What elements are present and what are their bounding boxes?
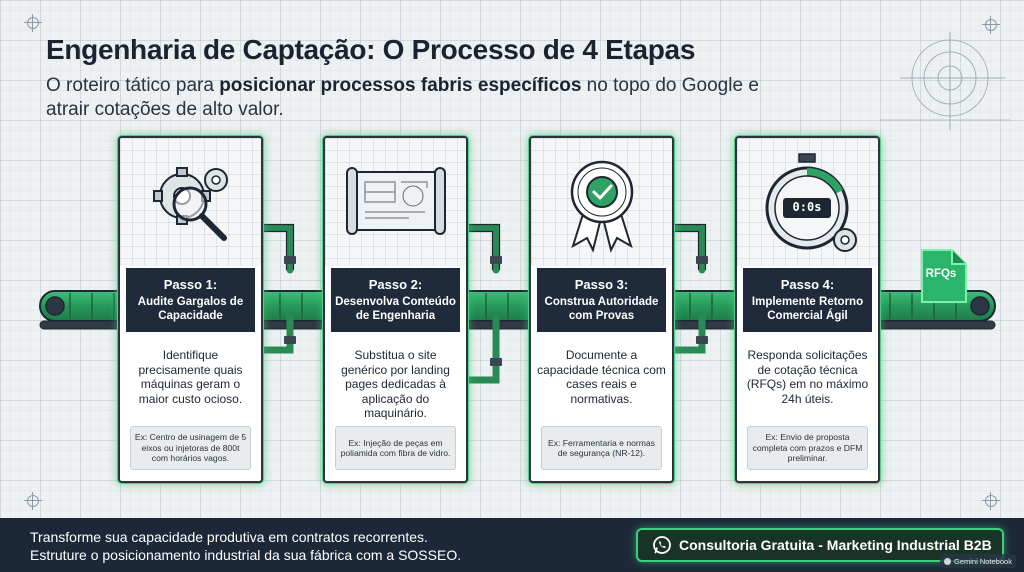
certification-seal-icon <box>570 160 634 253</box>
footer-text: Transforme sua capacidade produtiva em c… <box>30 528 461 564</box>
page-subtitle: O roteiro tático para posicionar process… <box>46 75 759 120</box>
page-title: Engenharia de Captação: O Processo de 4 … <box>46 34 696 65</box>
step-example: Ex: Injeção de peças em poliamida com fi… <box>335 426 456 470</box>
card-illustration <box>325 138 466 266</box>
card-illustration: 0:0s <box>737 138 878 266</box>
stopwatch-icon <box>765 153 857 252</box>
footer-bar: Transforme sua capacidade produtiva em c… <box>0 518 1024 572</box>
step-number: Passo 2: <box>368 277 423 292</box>
step-description: Documente a capacidade técnica com cases… <box>537 348 666 406</box>
technical-drawing-decoration <box>880 32 1010 130</box>
step-number: Passo 4: <box>780 277 835 292</box>
step-description: Responda solicitações de cotação técnica… <box>746 348 869 406</box>
step-card-4: 0:0s Passo 4: Implemente Retorno Comerci… <box>735 136 880 483</box>
notebook-badge: Gemini Notebook <box>940 554 1016 568</box>
crosshair-icon <box>982 492 1000 510</box>
step-title: Construa Autoridade com Provas <box>544 296 659 322</box>
crosshair-icon <box>24 492 42 510</box>
step-header: Passo 3: Construa Autoridade com Provas <box>537 268 666 332</box>
step-description: Identifique precisamente quais máquinas … <box>138 348 243 406</box>
cta-label: Consultoria Gratuita - Marketing Industr… <box>679 537 992 553</box>
step-example: Ex: Ferramentaria e normas de segurança … <box>541 426 662 470</box>
step-example: Ex: Centro de usinagem de 5 eixos ou inj… <box>130 426 251 470</box>
step-header: Passo 2: Desenvolva Conteúdo de Engenhar… <box>331 268 460 332</box>
whatsapp-icon <box>653 536 671 554</box>
card-illustration <box>120 138 261 266</box>
crosshair-icon <box>24 14 42 32</box>
header: Engenharia de Captação: O Processo de 4 … <box>46 34 806 122</box>
step-number: Passo 3: <box>574 277 629 292</box>
footer-line-2: Estruture o posicionamento industrial da… <box>30 547 462 563</box>
footer-line-1: Transforme sua capacidade produtiva em c… <box>30 529 428 545</box>
step-card-2: Passo 2: Desenvolva Conteúdo de Engenhar… <box>323 136 468 483</box>
step-number: Passo 1: <box>163 277 218 292</box>
timer-readout: 0:0s <box>792 200 822 214</box>
gear-magnifier-icon <box>153 167 228 241</box>
cta-button[interactable]: Consultoria Gratuita - Marketing Industr… <box>636 528 1004 562</box>
badge-logo-icon <box>944 557 951 565</box>
step-card-1: Passo 1: Audite Gargalos de Capacidade I… <box>118 136 263 483</box>
rfq-label: RFQs <box>925 268 957 280</box>
step-card-3: Passo 3: Construa Autoridade com Provas … <box>529 136 674 483</box>
step-title: Desenvolva Conteúdo de Engenharia <box>335 296 456 322</box>
card-illustration <box>531 138 672 266</box>
step-header: Passo 4: Implemente Retorno Comercial Ág… <box>743 268 872 332</box>
step-header: Passo 1: Audite Gargalos de Capacidade <box>126 268 255 332</box>
step-description: Substitua o site genérico por landing pa… <box>341 348 450 420</box>
step-title: Implemente Retorno Comercial Ágil <box>751 296 864 322</box>
document-icon <box>921 249 967 303</box>
blueprint-icon <box>346 167 446 235</box>
step-title: Audite Gargalos de Capacidade <box>137 296 244 322</box>
crosshair-icon <box>982 16 1000 34</box>
step-example: Ex: Envio de proposta completa com prazo… <box>747 426 868 470</box>
